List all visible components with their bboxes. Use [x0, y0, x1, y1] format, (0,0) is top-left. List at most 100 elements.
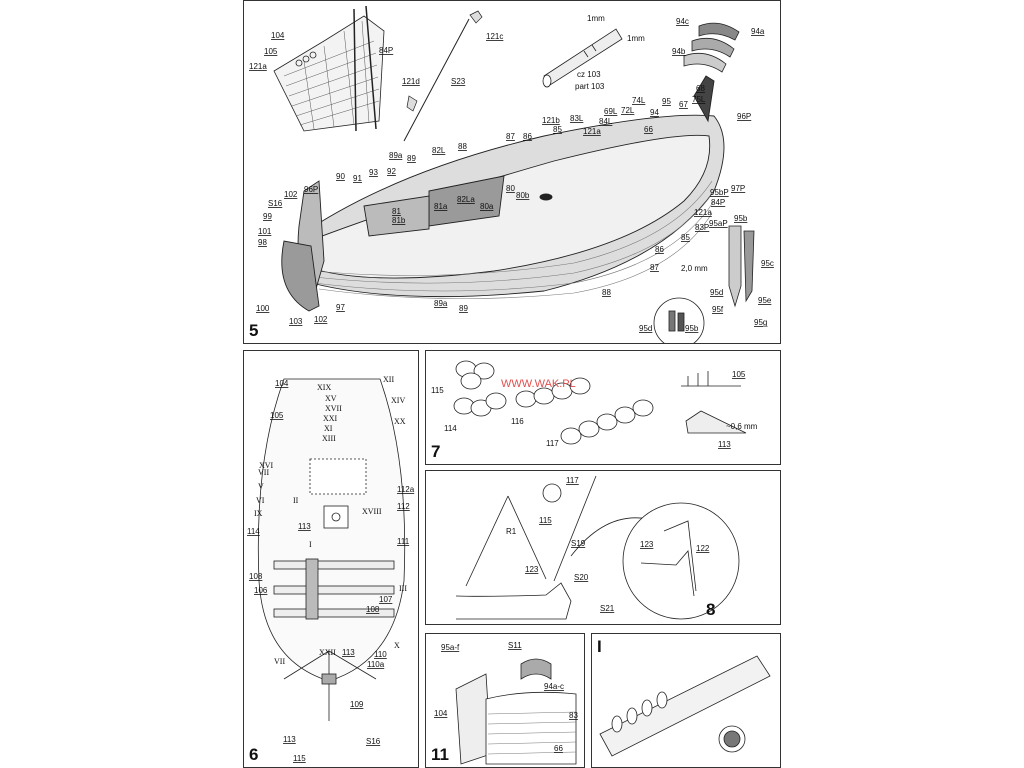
svg-text:75L: 75L: [692, 95, 706, 104]
svg-text:97: 97: [336, 303, 345, 312]
svg-text:105: 105: [732, 370, 746, 379]
svg-text:113: 113: [718, 440, 731, 449]
svg-text:107: 107: [379, 595, 393, 604]
svg-text:95a-f: 95a-f: [441, 643, 460, 652]
svg-text:XXI: XXI: [323, 414, 338, 423]
svg-text:82La: 82La: [457, 195, 475, 204]
svg-text:80b: 80b: [516, 191, 530, 200]
svg-text:87: 87: [650, 263, 659, 272]
svg-text:81b: 81b: [392, 216, 406, 225]
svg-text:S16: S16: [268, 199, 283, 208]
svg-text:112: 112: [397, 502, 410, 511]
boat-hull: [281, 75, 725, 312]
svg-text:84P: 84P: [379, 46, 393, 55]
svg-text:92: 92: [387, 167, 396, 176]
svg-text:XII: XII: [383, 375, 394, 384]
svg-text:111: 111: [397, 537, 410, 546]
panel-number: 11: [431, 745, 449, 764]
svg-text:80a: 80a: [480, 202, 494, 211]
svg-text:66: 66: [554, 744, 563, 753]
svg-text:98: 98: [258, 238, 267, 247]
svg-text:81a: 81a: [434, 202, 448, 211]
svg-text:XIV: XIV: [391, 396, 405, 405]
svg-text:104: 104: [434, 709, 448, 718]
rigging-diagram: [455, 475, 740, 620]
svg-text:66: 66: [644, 125, 653, 134]
svg-text:part 103: part 103: [575, 82, 605, 91]
svg-text:116: 116: [511, 417, 524, 426]
svg-text:89: 89: [407, 154, 416, 163]
svg-text:XVI: XVI: [259, 461, 274, 470]
svg-text:1mm: 1mm: [627, 34, 645, 43]
panel-5-labels: 104 105 121a 84P 121c S23 121d 1mm 1mm c…: [249, 14, 774, 333]
panel-8-drawing: 117 115 R1 S19 123 S20 S21 123 122: [455, 475, 740, 620]
deck-plan: [257, 378, 406, 721]
svg-text:103: 103: [289, 317, 303, 326]
svg-text:94a: 94a: [751, 27, 765, 36]
panel-11: 95a-f S11 94a-c 104 83 66 11: [425, 633, 585, 768]
svg-text:67: 67: [679, 100, 688, 109]
svg-text:~0,6 mm: ~0,6 mm: [726, 422, 758, 431]
svg-text:115: 115: [539, 516, 552, 525]
panel-5: 104 105 121a 84P 121c S23 121d 1mm 1mm c…: [243, 0, 781, 344]
svg-text:I: I: [309, 540, 312, 549]
svg-text:84L: 84L: [599, 117, 613, 126]
svg-text:101: 101: [258, 227, 272, 236]
svg-text:95f: 95f: [712, 305, 724, 314]
svg-text:94b: 94b: [672, 47, 686, 56]
svg-text:XV: XV: [325, 394, 337, 403]
panel-I: I: [591, 633, 781, 768]
svg-text:S20: S20: [574, 573, 589, 582]
svg-text:85: 85: [553, 125, 562, 134]
svg-text:121d: 121d: [402, 77, 420, 86]
panel-8-labels: 117 115 R1 S19 123 S20 S21 123 122: [506, 476, 710, 613]
svg-text:95bP: 95bP: [710, 188, 729, 197]
svg-text:III: III: [399, 584, 407, 593]
svg-text:XIII: XIII: [322, 434, 336, 443]
svg-text:95d: 95d: [710, 288, 723, 297]
svg-text:86: 86: [523, 132, 532, 141]
svg-text:121a: 121a: [249, 62, 267, 71]
panel-11-labels: 95a-f S11 94a-c 104 83 66: [434, 641, 578, 753]
svg-text:105: 105: [264, 47, 278, 56]
svg-text:90: 90: [336, 172, 345, 181]
svg-text:117: 117: [546, 439, 559, 448]
panel-7: 115 114 116 117 105 ~0,6 mm 113 WWW.WAK.…: [425, 350, 781, 465]
panel-11-drawing: 95a-f S11 94a-c 104 83 66: [434, 641, 578, 765]
svg-text:86: 86: [655, 245, 664, 254]
blocks-115-117: [453, 360, 654, 445]
svg-text:88: 88: [458, 142, 467, 151]
svg-text:S11: S11: [508, 641, 522, 650]
svg-text:121b: 121b: [542, 116, 560, 125]
part-105-113: [681, 371, 747, 434]
svg-text:121c: 121c: [486, 32, 503, 41]
svg-text:115: 115: [431, 386, 444, 395]
svg-text:83L: 83L: [570, 114, 584, 123]
svg-text:85: 85: [681, 233, 690, 242]
watermark: WWW.WAK.PL: [501, 378, 576, 390]
svg-text:87: 87: [506, 132, 515, 141]
svg-text:105: 105: [270, 411, 284, 420]
svg-text:104: 104: [271, 31, 285, 40]
svg-text:114: 114: [247, 527, 260, 536]
svg-text:89a: 89a: [434, 299, 448, 308]
svg-text:72L: 72L: [621, 106, 635, 115]
panel-number: 5: [249, 321, 259, 340]
svg-text:109: 109: [350, 700, 364, 709]
svg-text:106: 106: [254, 586, 268, 595]
svg-text:113: 113: [298, 522, 311, 531]
svg-text:95e: 95e: [758, 296, 772, 305]
svg-text:94: 94: [650, 108, 659, 117]
svg-text:V: V: [258, 482, 264, 491]
svg-text:88: 88: [602, 288, 611, 297]
svg-text:95c: 95c: [761, 259, 774, 268]
svg-text:74L: 74L: [632, 96, 646, 105]
panel-number: 7: [431, 442, 441, 461]
svg-text:S23: S23: [451, 77, 466, 86]
svg-text:93: 93: [369, 168, 378, 177]
panel-number: 6: [249, 745, 259, 764]
svg-text:XVII: XVII: [325, 404, 342, 413]
svg-text:104: 104: [275, 379, 289, 388]
panel-7-drawing: 115 114 116 117 105 ~0,6 mm 113: [431, 360, 758, 449]
svg-text:XI: XI: [324, 424, 333, 433]
